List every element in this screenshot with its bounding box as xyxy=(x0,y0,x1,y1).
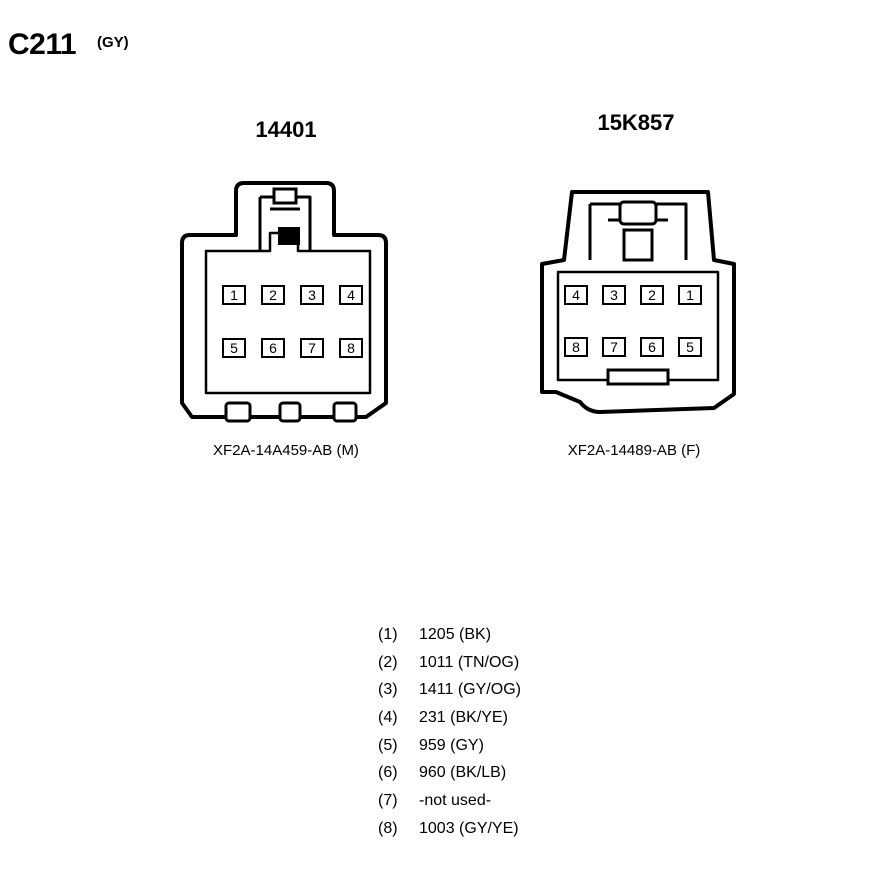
pin-number-label: 6 xyxy=(269,340,277,356)
pinout-circuit: 959 (GY) xyxy=(419,736,484,754)
pinout-pin-number: (3) xyxy=(378,681,398,699)
left-connector-inner-wall xyxy=(204,231,372,395)
right-connector-name: 15K857 xyxy=(597,110,675,135)
connector-id: C211 xyxy=(8,28,77,61)
left-connector-foot xyxy=(278,401,302,423)
pinout-circuit: 231 (BK/YE) xyxy=(419,709,508,727)
pin-number-label: 2 xyxy=(269,287,277,303)
pin-number-label: 2 xyxy=(648,287,656,303)
right-connector-housing xyxy=(540,190,736,414)
pin-number-label: 8 xyxy=(347,340,355,356)
pin-cavity xyxy=(300,338,324,358)
pin-cavity xyxy=(678,337,702,357)
pin-cavity xyxy=(640,337,664,357)
left-connector-latch-lock xyxy=(278,227,300,245)
pin-number-label: 1 xyxy=(686,287,694,303)
pin-cavity xyxy=(602,285,626,305)
pin-cavity xyxy=(678,285,702,305)
pin-cavity xyxy=(564,337,588,357)
pinout-pin-number: (1) xyxy=(378,626,398,643)
pin-number-label: 1 xyxy=(230,287,238,303)
right-connector-bottom-slot xyxy=(606,368,670,386)
right-connector-part-number: XF2A-14489-AB (F) xyxy=(567,442,701,459)
pin-cavity xyxy=(640,285,664,305)
pin-cavity xyxy=(339,285,363,305)
pin-number-label: 5 xyxy=(686,339,694,355)
right-connector-pins: 4 3 2 1 8 7 6 5 xyxy=(564,285,702,357)
left-connector-pins: 1 2 3 4 5 6 7 8 xyxy=(222,285,363,358)
pin-number-label: 5 xyxy=(230,340,238,356)
right-connector-latch-body xyxy=(622,228,654,262)
pinout-pin-number: (8) xyxy=(378,819,398,837)
pin-number-label: 3 xyxy=(308,287,316,303)
left-connector-foot xyxy=(224,401,252,423)
pin-number-label: 6 xyxy=(648,339,656,355)
right-connector-inner-wall xyxy=(556,270,720,382)
pin-cavity xyxy=(261,285,285,305)
left-connector-housing xyxy=(180,181,388,419)
left-connector-part-number: XF2A-14A459-AB (M) xyxy=(213,442,359,459)
pin-cavity xyxy=(261,338,285,358)
pin-cavity xyxy=(300,285,324,305)
right-connector-diagram: 4 3 2 1 8 7 6 5 xyxy=(540,190,736,414)
pinout-pin-number: (4) xyxy=(378,709,398,727)
pinout-circuit: -not used- xyxy=(419,792,492,810)
left-connector-name: 14401 xyxy=(255,117,317,142)
pin-number-label: 7 xyxy=(308,340,316,356)
pinout-circuit: 1003 (GY/YE) xyxy=(419,819,519,837)
right-connector-latch-tab xyxy=(618,200,658,226)
pinout-pin-number: (5) xyxy=(378,736,398,754)
pin-number-label: 7 xyxy=(610,339,618,355)
pinout-pin-number: (2) xyxy=(378,653,398,671)
pin-number-label: 4 xyxy=(347,287,355,303)
connector-color-code: (GY) xyxy=(97,34,129,51)
pinout-circuit: 1011 (TN/OG) xyxy=(419,653,520,671)
pinout-pin-number: (7) xyxy=(378,792,398,810)
pin-cavity xyxy=(222,338,246,358)
pinout-pin-number: (6) xyxy=(378,764,398,782)
pin-cavity xyxy=(564,285,588,305)
pinout-circuit: 1205 (BK) xyxy=(419,626,492,643)
pin-cavity xyxy=(222,285,246,305)
pin-number-label: 3 xyxy=(610,287,618,303)
left-connector-diagram: 1 2 3 4 5 6 7 8 xyxy=(180,181,388,423)
pin-cavity xyxy=(602,337,626,357)
left-connector-latch-tab xyxy=(272,187,298,205)
pin-number-label: 8 xyxy=(572,339,580,355)
pin-cavity xyxy=(339,338,363,358)
pinout-circuit: 960 (BK/LB) xyxy=(419,764,507,782)
pin-number-label: 4 xyxy=(572,287,580,303)
pinout-circuit: 1411 (GY/OG) xyxy=(419,681,521,699)
left-connector-foot xyxy=(332,401,358,423)
